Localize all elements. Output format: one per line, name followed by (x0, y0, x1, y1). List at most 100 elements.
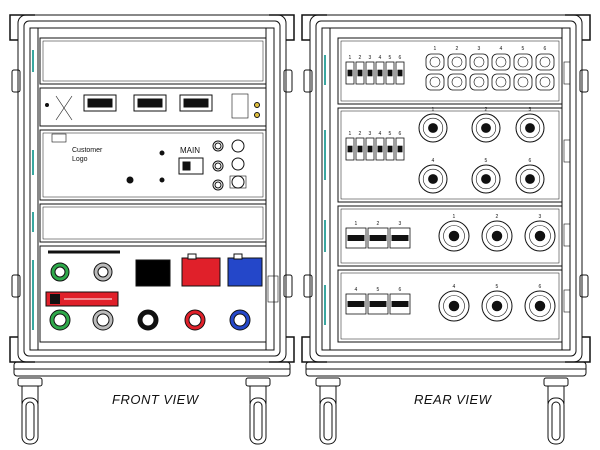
breaker-toggle (367, 145, 373, 153)
breaker-number: 2 (358, 55, 362, 61)
outlet-number: 3 (528, 107, 532, 113)
receptacle-face (539, 76, 551, 88)
outlet-number: 2 (484, 107, 488, 113)
duplex-receptacle (447, 53, 467, 71)
twistlock-center (428, 174, 438, 184)
twistlock-ring (529, 225, 551, 247)
twistlock-ring (475, 168, 497, 190)
breaker-toggle (387, 69, 393, 77)
receptacle-face (539, 56, 551, 68)
breaker-number: 5 (376, 287, 380, 293)
rear-view-caption: REAR VIEW (414, 392, 492, 407)
twistlock-center (525, 174, 535, 184)
outlet-number: 5 (495, 284, 499, 290)
twistlock-outlet (418, 164, 448, 194)
breaker-switch (389, 227, 411, 249)
receptacle-face (495, 76, 507, 88)
twistlock-center (491, 300, 503, 312)
twistlock-center (491, 230, 503, 242)
breaker-toggle (347, 69, 353, 77)
breaker-number: 5 (388, 55, 392, 61)
outlet-number: 6 (543, 46, 547, 52)
front-blank-panel-top (32, 37, 267, 85)
front-meter-panel (39, 87, 267, 127)
rear-case (301, 14, 591, 377)
twistlock-ring (422, 168, 444, 190)
twistlock-ring (443, 295, 465, 317)
outlet-number: 6 (538, 284, 542, 290)
breaker-switch (345, 227, 367, 249)
outlet-number: 2 (455, 46, 459, 52)
breaker-number: 1 (348, 55, 352, 61)
duplex-receptacle (535, 73, 555, 91)
breaker-switch (389, 293, 411, 315)
rear-casters (315, 377, 569, 445)
receptacle-face (495, 56, 507, 68)
receptacle-face (517, 76, 529, 88)
breaker-switch (375, 61, 385, 85)
breaker-switch (385, 137, 395, 161)
breaker-switch (355, 61, 365, 85)
breaker-toggle (391, 301, 409, 307)
breaker-number: 6 (398, 287, 402, 293)
front-blank-panel-middle (32, 203, 267, 243)
breaker-toggle (397, 69, 403, 77)
duplex-receptacle (425, 73, 445, 91)
receptacle-face (451, 56, 463, 68)
breaker-toggle (347, 301, 365, 307)
breaker-number: 6 (398, 55, 402, 61)
breaker-number: 6 (398, 131, 402, 137)
outlet-number: 3 (477, 46, 481, 52)
breaker-switch (355, 137, 365, 161)
breaker-toggle (391, 235, 409, 241)
twistlock-ring (529, 295, 551, 317)
twistlock-outlet (418, 113, 448, 143)
breaker-number: 1 (348, 131, 352, 137)
breaker-number: 2 (358, 131, 362, 137)
breaker-toggle (347, 145, 353, 153)
breaker-switch (365, 61, 375, 85)
receptacle-face (473, 56, 485, 68)
twistlock-center (525, 123, 535, 133)
breaker-switch (345, 61, 355, 85)
breaker-toggle (347, 235, 365, 241)
twistlock-outlet (481, 220, 513, 252)
duplex-receptacle (447, 73, 467, 91)
outlet-number: 4 (431, 158, 435, 164)
duplex-receptacle (491, 53, 511, 71)
outlet-number: 6 (528, 158, 532, 164)
customer-logo-label: Customer Logo (72, 147, 103, 163)
rear-panel-3 (324, 205, 571, 267)
twistlock-outlet (481, 290, 513, 322)
breaker-switch (345, 293, 367, 315)
outlet-number: 5 (521, 46, 525, 52)
twistlock-outlet (524, 220, 556, 252)
breaker-number: 3 (368, 55, 372, 61)
twistlock-outlet (471, 113, 501, 143)
twistlock-center (534, 300, 546, 312)
duplex-receptacle (491, 73, 511, 91)
outlet-number: 4 (452, 284, 456, 290)
twistlock-center (534, 230, 546, 242)
breaker-number: 3 (368, 131, 372, 137)
outlet-number: 5 (484, 158, 488, 164)
twistlock-ring (475, 117, 497, 139)
front-view-caption: FRONT VIEW (112, 392, 199, 407)
receptacle-face (429, 76, 441, 88)
breaker-switch (345, 137, 355, 161)
breaker-toggle (377, 145, 383, 153)
receptacle-face (473, 76, 485, 88)
twistlock-ring (422, 117, 444, 139)
breaker-number: 4 (378, 55, 382, 61)
front-connector-panel (32, 245, 279, 343)
breaker-number: 5 (388, 131, 392, 137)
twistlock-outlet (524, 290, 556, 322)
breaker-number: 1 (354, 221, 358, 227)
outlet-number: 3 (538, 214, 542, 220)
twistlock-outlet (515, 164, 545, 194)
duplex-receptacle (513, 73, 533, 91)
duplex-receptacle (535, 53, 555, 71)
twistlock-outlet (438, 290, 470, 322)
breaker-switch (385, 61, 395, 85)
breaker-toggle (369, 235, 387, 241)
